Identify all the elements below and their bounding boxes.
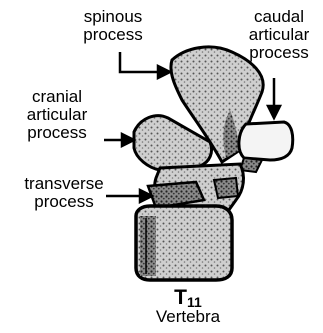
cranial-label-line1: cranial xyxy=(8,88,106,106)
caudal-label-line1: caudal xyxy=(235,8,323,26)
cranial-label-line2: articular xyxy=(8,106,106,124)
caudal-articular-process-shape xyxy=(239,122,293,160)
vertebra-name: T11 Vertebra xyxy=(148,289,228,325)
vertebra-number: 11 xyxy=(187,294,202,310)
transverse-label-line1: transverse xyxy=(2,175,126,193)
spinous-label-line1: spinous xyxy=(68,8,158,26)
vertebra-letter: T xyxy=(174,286,187,309)
vertebra-symbol: T11 xyxy=(148,289,228,308)
cranial-label-line3: process xyxy=(8,124,106,142)
caudal-label-line3: process xyxy=(235,44,323,62)
vertebra-caption: Vertebra xyxy=(148,308,228,325)
transverse-label-line2: process xyxy=(2,193,126,211)
caudal-label-line2: articular xyxy=(235,26,323,44)
spinous-process-label: spinous process xyxy=(68,8,158,44)
transverse-process-label: transverse process xyxy=(2,175,126,211)
caudal-articular-process-label: caudal articular process xyxy=(235,8,323,62)
spinous-label-line2: process xyxy=(68,26,158,44)
cranial-articular-process-label: cranial articular process xyxy=(8,88,106,142)
